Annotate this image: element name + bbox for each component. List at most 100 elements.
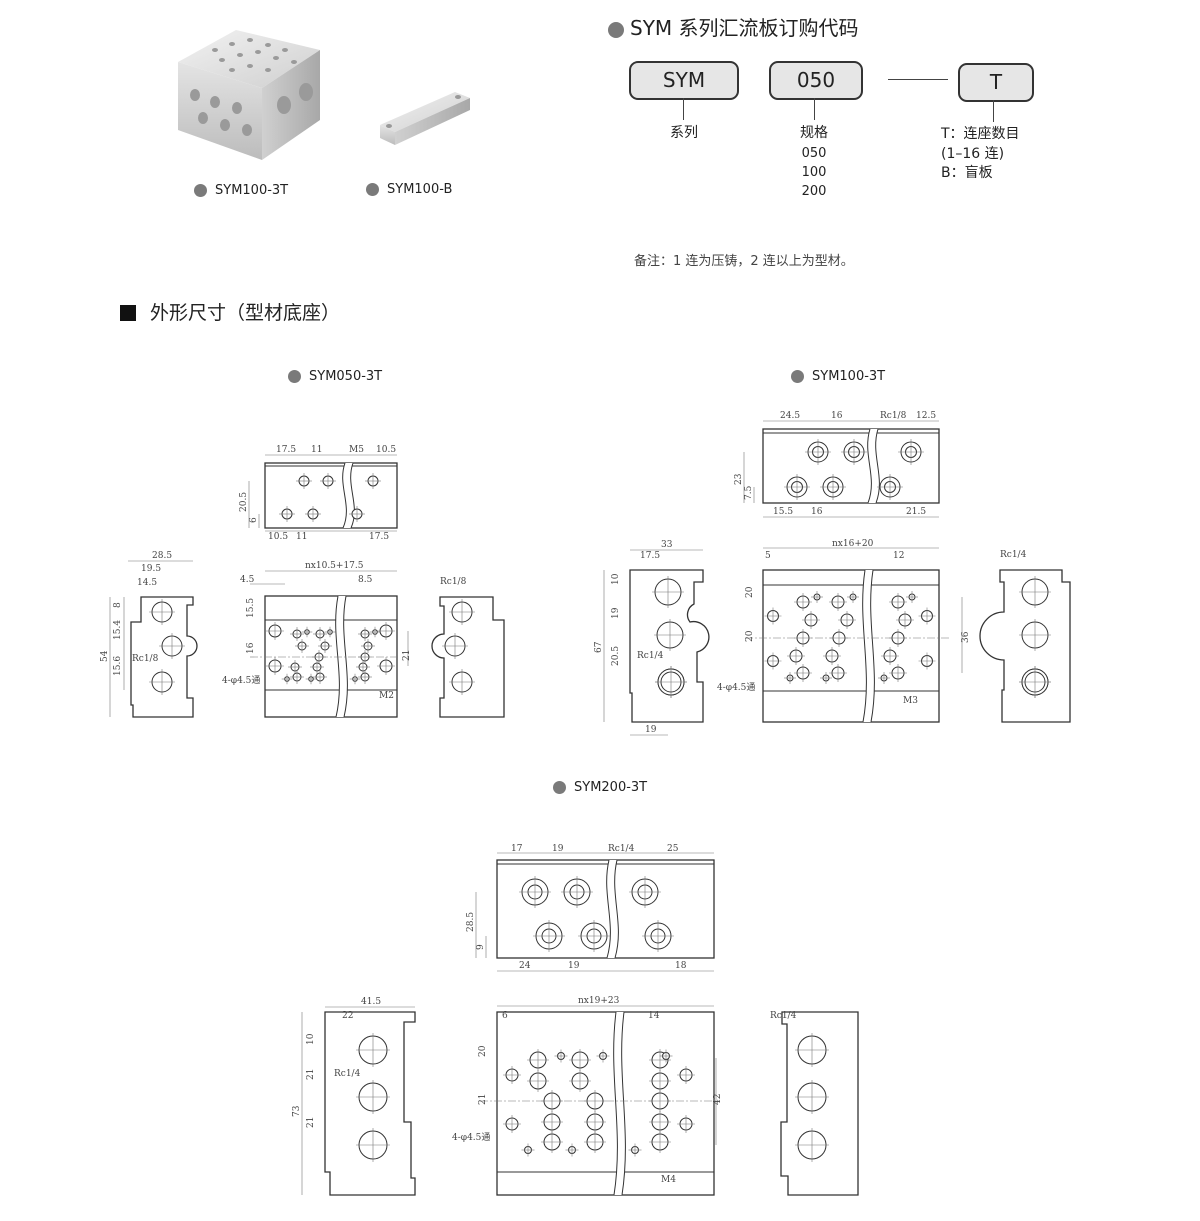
dim-label: 21 <box>306 1069 316 1080</box>
dim-label: 12 <box>893 551 904 561</box>
port-hole <box>305 506 321 522</box>
port-hole <box>521 1143 535 1157</box>
port-hole <box>655 666 687 698</box>
port-hole <box>159 633 185 659</box>
dim-label: 8.5 <box>358 575 373 585</box>
dim-label: 17.5 <box>640 551 660 561</box>
port-hole <box>1019 666 1051 698</box>
break-gap <box>867 429 880 503</box>
port-hole <box>795 1128 829 1162</box>
sym200-front-view <box>496 1011 715 1196</box>
dim-label: 33 <box>661 540 673 550</box>
dim-label: 15.5 <box>246 598 256 618</box>
port-hole <box>313 670 327 684</box>
port-hole <box>795 1080 829 1114</box>
port-hole <box>377 657 395 675</box>
type-range: (1–16 连) <box>941 146 1005 162</box>
break-line <box>342 462 347 529</box>
dim-label: 36 <box>961 631 971 643</box>
dim-label: Rc1/4 <box>770 1011 797 1021</box>
sym050-left-view <box>130 596 198 718</box>
port-hole <box>677 1066 695 1084</box>
port-hole <box>878 672 890 684</box>
break-line <box>614 859 619 959</box>
dim-label: 10.5 <box>376 445 396 455</box>
port-hole <box>649 1111 671 1133</box>
port-hole <box>889 593 907 611</box>
sym100-side-dims: 33 17.5 67 10 19 20.5 Rc1/4 19 <box>594 540 673 735</box>
break-line <box>343 595 348 718</box>
port-hole <box>829 593 847 611</box>
dim-label: 21.5 <box>906 507 926 517</box>
dim-label: 17 <box>511 844 523 854</box>
port-hole <box>519 876 551 908</box>
port-hole <box>584 1111 606 1133</box>
port-hole <box>569 1070 591 1092</box>
port-hole <box>794 664 812 682</box>
dim-label: 4.5 <box>240 575 255 585</box>
stem <box>814 98 815 120</box>
port-hole <box>764 652 782 670</box>
ordering-code-title: SYM 系列汇流板订购代码 <box>608 12 859 41</box>
port-hole <box>794 629 812 647</box>
drawing-title-text: SYM100-3T <box>812 369 886 384</box>
sym100-3t-product-image <box>178 30 320 160</box>
port-hole <box>281 673 293 685</box>
port-hole <box>149 599 175 625</box>
port-hole <box>356 1080 390 1114</box>
spec-value: 200 <box>801 184 827 199</box>
break-line <box>606 859 611 959</box>
port-hole <box>1019 576 1051 608</box>
dim-label: 23 <box>734 473 744 485</box>
dim-label: 9 <box>476 944 486 950</box>
dim-label: 19 <box>552 844 564 854</box>
dim-label: M2 <box>379 691 394 701</box>
port-hole <box>829 664 847 682</box>
product-label: SYM100-B <box>387 182 453 197</box>
dim-label: 22 <box>342 1011 353 1021</box>
dim-label: Rc1/8 <box>880 411 907 421</box>
port-hole <box>318 639 332 653</box>
port-hole <box>288 660 302 674</box>
type-desc: T：连座数目 <box>941 126 1020 142</box>
dim-label: 20.5 <box>239 492 249 512</box>
sym200-front-dims: nx19+23 6 14 20 21 42 4-φ4.5通 M4 <box>452 996 723 1185</box>
dim-label: 11 <box>296 532 307 542</box>
dim-label: 16 <box>246 642 256 654</box>
bullet-icon <box>791 370 804 383</box>
dim-label: 67 <box>594 641 604 653</box>
port-hole <box>503 1115 521 1133</box>
dim-label: 19 <box>611 607 621 619</box>
dim-label: Rc1/8 <box>132 654 159 664</box>
ordering-note: 备注：1 连为压铸，2 连以上为型材。 <box>634 254 854 269</box>
port-hole <box>320 473 336 489</box>
port-hole <box>290 627 304 641</box>
port-hole <box>823 647 841 665</box>
blank-plate-desc: B：盲板 <box>941 165 993 181</box>
stem <box>993 100 994 122</box>
port-hole <box>584 1090 606 1112</box>
port-hole <box>349 673 361 685</box>
sym050-side-dims: 28.5 19.5 14.5 54 8 15.4 15.6 Rc1/8 <box>100 551 172 676</box>
bullet-icon <box>366 183 379 196</box>
dim-label: Rc1/4 <box>334 1069 361 1079</box>
series-label: 系列 <box>670 125 698 141</box>
port-hole <box>889 664 907 682</box>
port-hole <box>569 1049 591 1071</box>
port-hole <box>305 673 317 685</box>
spec-value: 100 <box>801 165 827 180</box>
port-hole <box>784 672 796 684</box>
dim-label: 4-φ4.5通 <box>452 1132 490 1143</box>
port-hole <box>877 474 903 500</box>
port-hole <box>918 607 936 625</box>
port-hole <box>365 473 381 489</box>
sym100-top-dims: 24.5 16 Rc1/8 12.5 23 7.5 15.5 16 21.5 <box>734 411 936 517</box>
port-hole <box>649 1131 671 1153</box>
port-hole <box>369 626 381 638</box>
sym050-front-view <box>264 595 398 718</box>
port-hole <box>442 633 468 659</box>
port-hole <box>295 639 309 653</box>
port-hole <box>677 1115 695 1133</box>
code-dash <box>888 79 948 80</box>
